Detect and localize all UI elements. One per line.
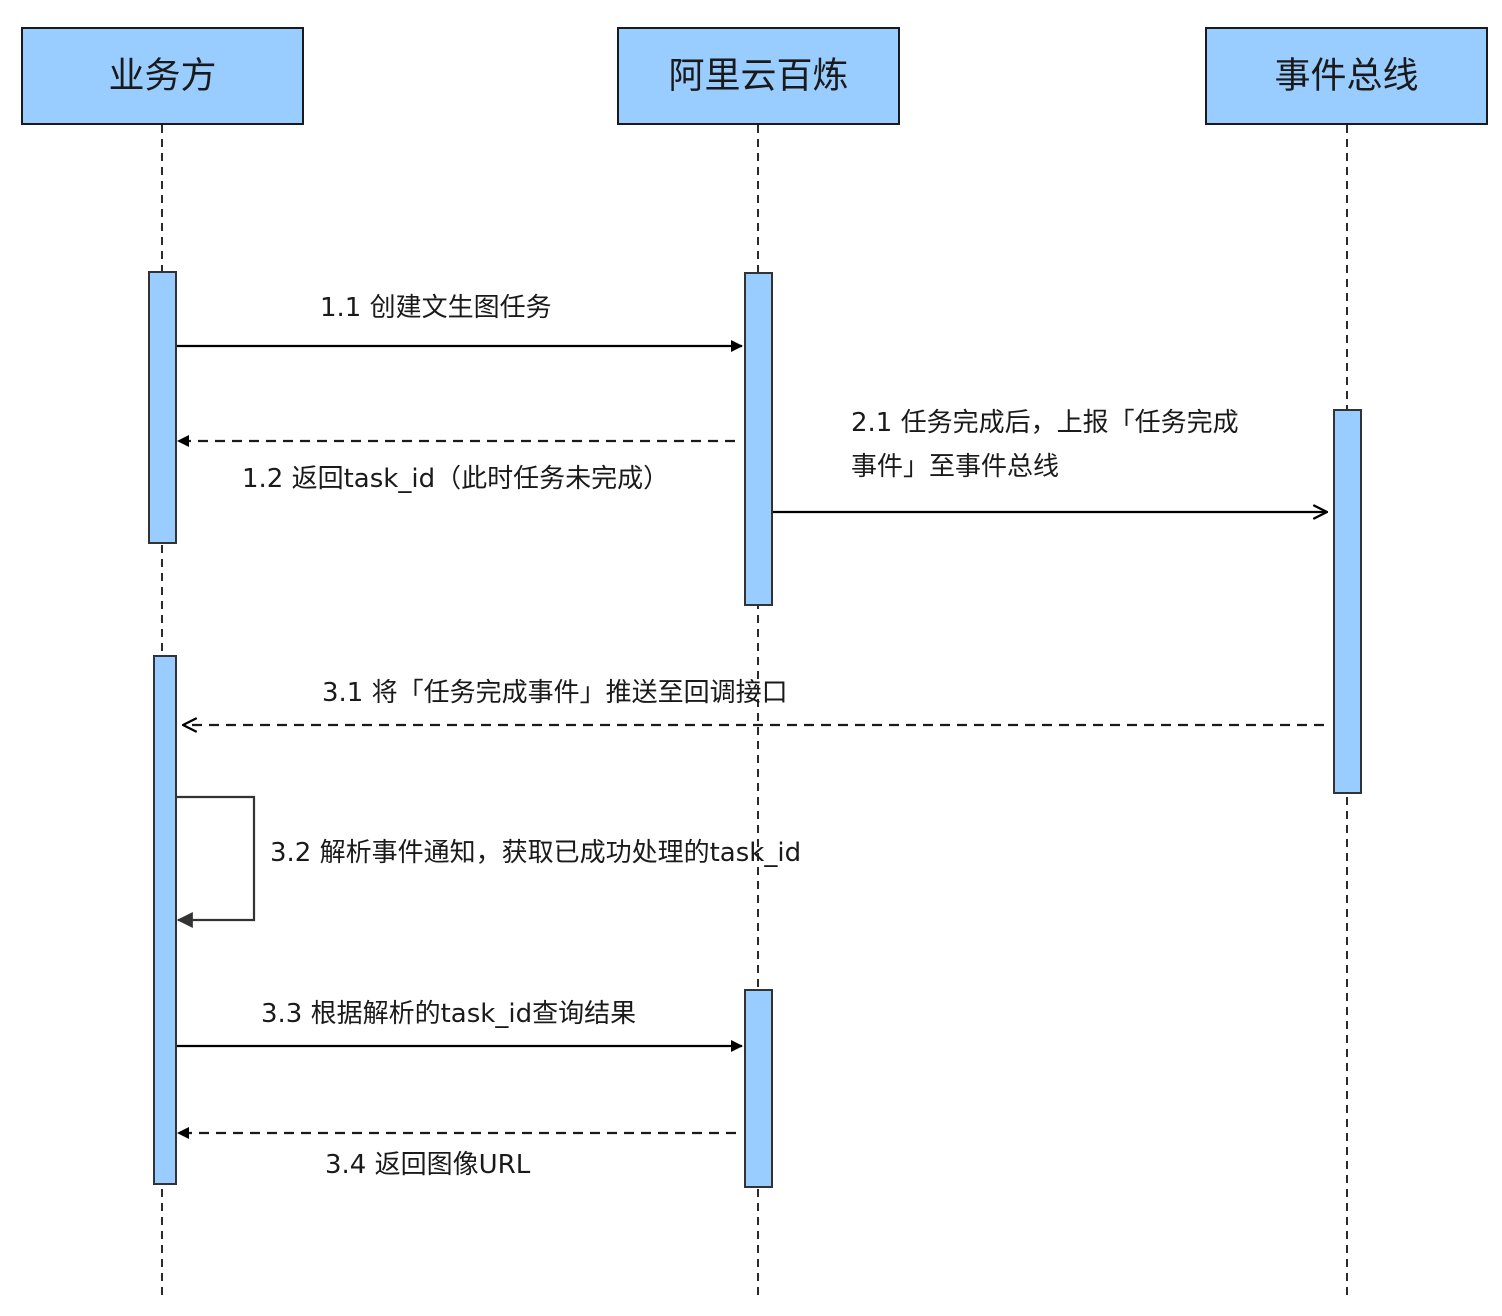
message-label: 2.1 任务完成后，上报「任务完成 xyxy=(851,408,1239,438)
participant-box xyxy=(617,27,900,125)
message-3-4: 3.4 返回图像URL xyxy=(177,1127,736,1180)
message-label: 事件」至事件总线 xyxy=(851,452,1059,482)
message-arrow xyxy=(176,795,256,928)
message-3-1: 3.1 将「任务完成事件」推送至回调接口 xyxy=(183,678,1324,725)
activation-bailian-2 xyxy=(744,989,773,1188)
participant-label: 事件总线 xyxy=(1274,56,1418,97)
message-1-2: 1.2 返回task_id（此时任务未完成） xyxy=(177,435,735,494)
participant-box xyxy=(1205,27,1488,125)
message-3-3: 3.3 根据解析的task_id查询结果 xyxy=(177,999,743,1052)
message-3-2: 3.2 解析事件通知，获取已成功处理的task_id xyxy=(176,795,801,928)
participant-box xyxy=(21,27,304,125)
participant-business: 业务方 xyxy=(21,27,304,125)
activation-bailian-1 xyxy=(744,272,773,606)
participant-label: 阿里云百炼 xyxy=(668,56,848,97)
participant-label: 业务方 xyxy=(108,56,216,97)
message-label: 3.1 将「任务完成事件」推送至回调接口 xyxy=(322,678,788,708)
message-label: 1.1 创建文生图任务 xyxy=(320,293,552,323)
message-label: 3.3 根据解析的task_id查询结果 xyxy=(261,999,636,1029)
activation-business-2 xyxy=(153,655,177,1185)
activation-eventbus-1 xyxy=(1333,409,1362,794)
participant-bailian: 阿里云百炼 xyxy=(617,27,900,125)
message-label: 1.2 返回task_id（此时任务未完成） xyxy=(242,464,669,494)
message-label: 3.4 返回图像URL xyxy=(325,1150,531,1180)
message-1-1: 1.1 创建文生图任务 xyxy=(177,293,743,352)
message-label: 3.2 解析事件通知，获取已成功处理的task_id xyxy=(270,838,801,868)
activation-business-1 xyxy=(148,271,177,544)
participant-eventbus: 事件总线 xyxy=(1205,27,1488,125)
message-2-1: 2.1 任务完成后，上报「任务完成 事件」至事件总线 xyxy=(773,408,1327,512)
